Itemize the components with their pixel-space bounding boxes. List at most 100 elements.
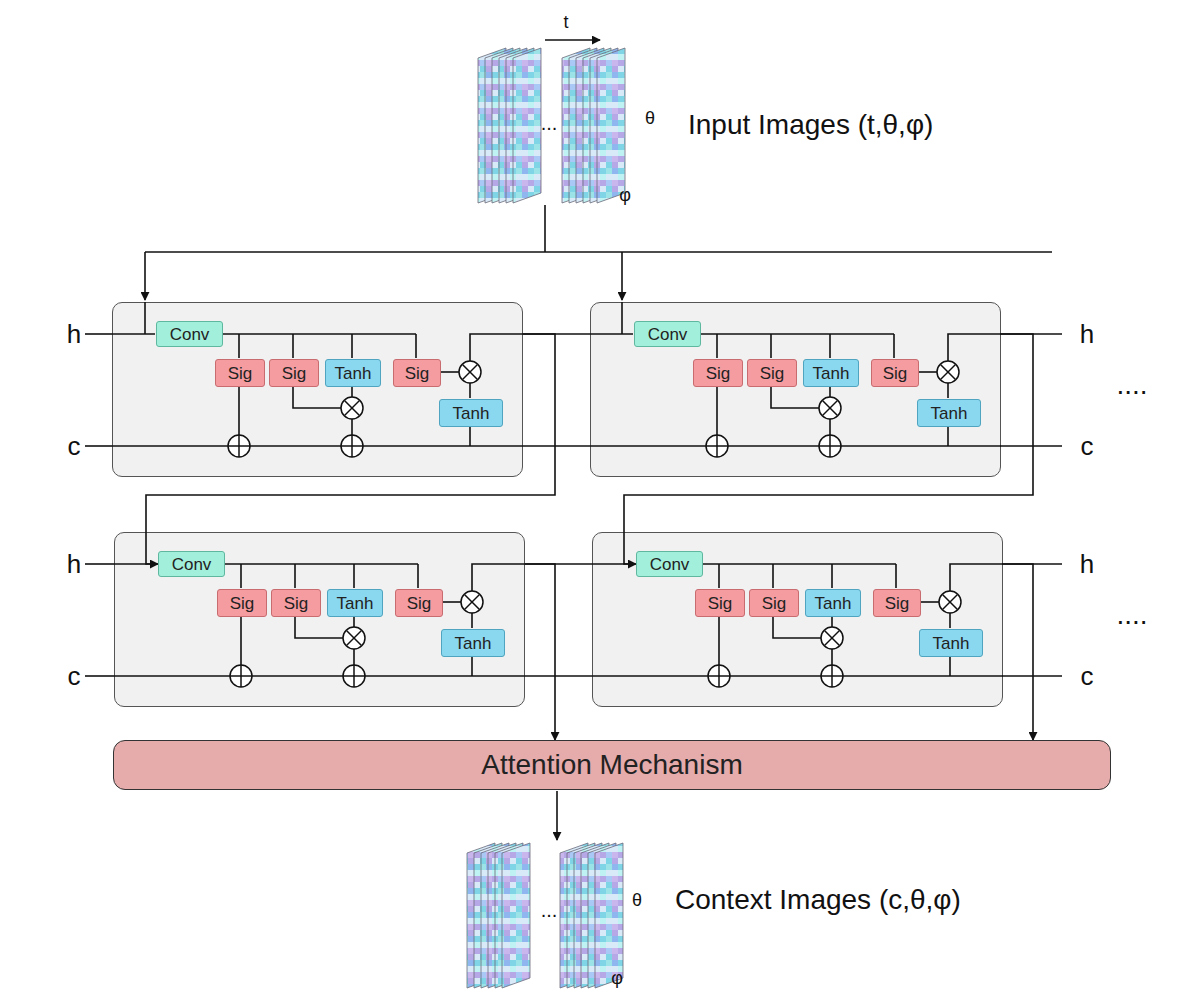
input-wire: [544, 205, 546, 252]
gate-label: Sig: [405, 365, 430, 382]
diagram-label: c: [68, 433, 81, 459]
gate-bus-wire: [294, 564, 296, 588]
gate-wire: [949, 656, 951, 676]
attention-block: Attention Mechanism: [113, 740, 1111, 790]
multiply-symbol: [343, 627, 365, 649]
convlstm-cell: ConvSigSigTanhSigTanh: [590, 302, 1001, 477]
diagram-label: φ: [611, 969, 623, 987]
sigmoid-gate: Sig: [395, 589, 443, 617]
cell-state-wire: [590, 445, 1001, 447]
gate-bus-wire: [700, 333, 894, 335]
diagram-label: c: [1081, 433, 1094, 459]
gate-label: Sig: [885, 595, 910, 612]
diagram-label: θ: [645, 109, 655, 127]
gate-label: Sig: [284, 595, 309, 612]
tanh-gate: Tanh: [325, 359, 381, 387]
sigmoid-gate: Sig: [747, 359, 797, 387]
conv-box: Conv: [158, 551, 225, 577]
tanh-gate: Tanh: [919, 629, 983, 657]
gate-bus-wire: [770, 334, 772, 358]
arrow-connector: [624, 334, 1033, 564]
output-arrow: [556, 791, 558, 840]
image-caption: Input Images (t,θ,φ): [688, 111, 933, 139]
sigmoid-gate: Sig: [271, 589, 321, 617]
gate-bus-wire: [716, 334, 718, 358]
gate-bus-wire: [417, 564, 419, 588]
image-frame: [502, 843, 530, 988]
add-symbol: [343, 665, 365, 687]
gate-label: Tanh: [931, 405, 968, 422]
diagram-label: φ: [619, 186, 631, 204]
conv-box: Conv: [636, 551, 703, 577]
gate-label: Sig: [706, 365, 731, 382]
gate-wire: [947, 426, 949, 446]
gate-label: Sig: [407, 595, 432, 612]
gate-bus-wire: [829, 334, 831, 358]
gate-bus-wire: [351, 334, 353, 358]
input-arrow: [621, 252, 623, 300]
diagram-label: h: [67, 321, 81, 347]
gate-bus-wire: [224, 563, 418, 565]
sigmoid-gate: Sig: [873, 589, 921, 617]
gate-bus-wire: [702, 563, 896, 565]
arrow-connector: [146, 334, 555, 564]
hidden-state-wire: [85, 563, 114, 565]
sigmoid-gate: Sig: [215, 359, 265, 387]
diagram-label: c: [1081, 663, 1094, 689]
gate-label: Sig: [282, 365, 307, 382]
multiply-symbol: [341, 397, 363, 419]
hidden-state-wire: [590, 333, 633, 335]
image-frame: [597, 48, 625, 203]
gate-bus-wire: [353, 564, 355, 588]
gate-label: Tanh: [455, 635, 492, 652]
gate-bus-wire: [895, 564, 897, 588]
image-frame: [595, 843, 623, 988]
gate-bus-wire: [240, 564, 242, 588]
diagram-label: θ: [632, 891, 642, 909]
gate-label: Sig: [708, 595, 733, 612]
gate-label: Conv: [650, 556, 690, 573]
multiply-symbol: [459, 361, 481, 383]
sigmoid-gate: Sig: [269, 359, 319, 387]
hidden-state-wire: [85, 333, 112, 335]
diagram-label: h: [67, 551, 81, 577]
diagram-label: ....: [1116, 371, 1147, 399]
convlstm-cell: ConvSigSigTanhSigTanh: [112, 302, 523, 477]
gate-label: Sig: [228, 365, 253, 382]
sigmoid-gate: Sig: [693, 359, 743, 387]
diagram-label: c: [68, 663, 81, 689]
hidden-state-wire: [112, 333, 155, 335]
multiply-symbol: [819, 397, 841, 419]
sigmoid-gate: Sig: [695, 589, 745, 617]
tanh-gate: Tanh: [917, 399, 981, 427]
gate-bus-wire: [238, 334, 240, 358]
cell-state-wire: [85, 675, 114, 677]
gate-label: Tanh: [335, 365, 372, 382]
gate-label: Sig: [762, 595, 787, 612]
gate-bus-wire: [718, 564, 720, 588]
arrow-connector: [525, 564, 555, 740]
arrow-connector: [1003, 564, 1033, 740]
add-symbol: [819, 435, 841, 457]
image-frame: [513, 48, 541, 203]
tanh-gate: Tanh: [441, 629, 505, 657]
input-wire: [144, 302, 146, 334]
gate-label: Conv: [648, 326, 688, 343]
gate-label: Sig: [230, 595, 255, 612]
diagram-label: h: [1080, 321, 1094, 347]
convlstm-cell: ConvSigSigTanhSigTanh: [592, 532, 1003, 707]
diagram-label: ...: [541, 900, 558, 920]
gate-label: Tanh: [933, 635, 970, 652]
multiply-symbol: [461, 591, 483, 613]
multiply-symbol: [939, 591, 961, 613]
input-wire: [621, 302, 623, 334]
sigmoid-gate: Sig: [749, 589, 799, 617]
input-wire: [145, 251, 1052, 253]
diagram-label: ....: [1116, 601, 1147, 629]
gate-wire: [469, 426, 471, 446]
diagram-label: ...: [541, 113, 558, 133]
convlstm-cell: ConvSigSigTanhSigTanh: [114, 532, 525, 707]
gate-bus-wire: [415, 334, 417, 358]
add-symbol: [341, 435, 363, 457]
conv-box: Conv: [156, 321, 223, 347]
